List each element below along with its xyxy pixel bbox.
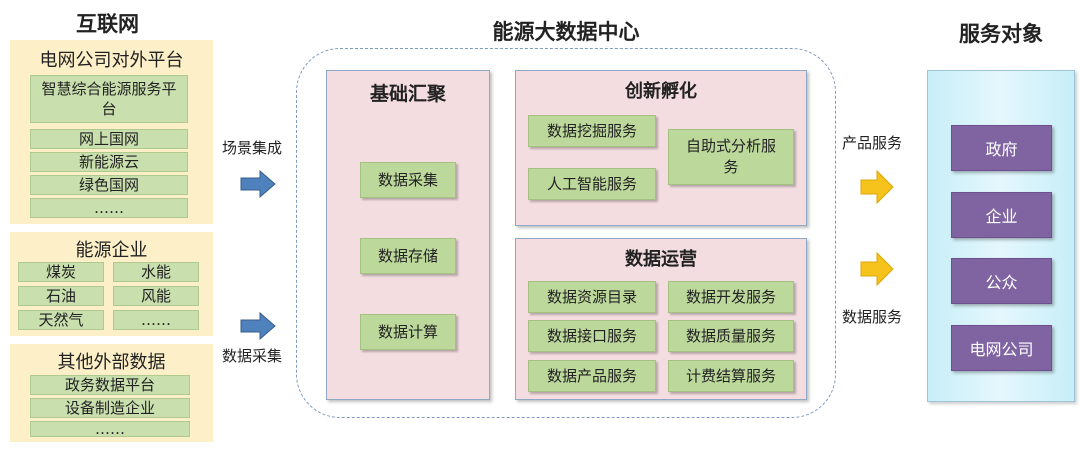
base-title: 基础汇聚	[369, 83, 446, 105]
operation-item-quality: 数据质量服务	[668, 320, 794, 352]
other-external-title: 其他外部数据	[57, 352, 166, 373]
grid-item-green-grid: 绿色国网	[30, 175, 188, 195]
energy-enterprise-group: 能源企业 煤炭 水能 石油 风能 天然气 ……	[10, 232, 213, 336]
grid-external-group: 电网公司对外平台 智慧综合能源服务平台 网上国网 新能源云 绿色国网 ……	[10, 40, 213, 224]
energy-item-hydro: 水能	[113, 262, 199, 282]
service-item-enterprise: 企业	[951, 192, 1052, 238]
center-dashed-frame	[296, 48, 836, 418]
scene-integration-label: 场景集成	[222, 139, 283, 157]
gold-arrow-top-icon	[860, 170, 894, 204]
energy-item-wind: 风能	[113, 286, 199, 306]
other-external-group: 其他外部数据 政务数据平台 设备制造企业 ……	[10, 344, 213, 442]
operation-item-interface: 数据接口服务	[528, 320, 656, 352]
grid-item-online-grid: 网上国网	[30, 129, 188, 149]
grid-item-smart-energy: 智慧综合能源服务平台	[30, 75, 188, 123]
service-item-public: 公众	[951, 258, 1052, 304]
other-item-equipment: 设备制造企业	[30, 398, 190, 418]
innovation-panel: 创新孵化 数据挖掘服务 人工智能服务 自助式分析服务	[515, 70, 807, 226]
innovation-item-ai: 人工智能服务	[528, 168, 656, 200]
operation-item-catalog: 数据资源目录	[528, 281, 656, 313]
base-item-collect: 数据采集	[360, 162, 456, 198]
base-item-compute: 数据计算	[360, 314, 456, 350]
data-service-label: 数据服务	[842, 308, 903, 326]
base-item-storage: 数据存储	[360, 238, 456, 274]
service-item-government: 政府	[951, 125, 1052, 171]
energy-item-coal: 煤炭	[18, 262, 104, 282]
blue-arrow-top-icon	[240, 170, 276, 198]
data-collection-label: 数据采集	[222, 347, 283, 365]
energy-item-oil: 石油	[18, 286, 104, 306]
other-item-gov-platform: 政务数据平台	[30, 375, 190, 395]
operation-item-billing: 计费结算服务	[668, 360, 794, 392]
innovation-title: 创新孵化	[625, 81, 697, 102]
grid-item-new-energy-cloud: 新能源云	[30, 152, 188, 172]
product-service-label: 产品服务	[842, 134, 903, 152]
grid-external-title: 电网公司对外平台	[39, 50, 184, 71]
operation-item-development: 数据开发服务	[668, 281, 794, 313]
other-item-more: ……	[30, 420, 190, 438]
gold-arrow-bottom-icon	[860, 252, 894, 286]
operation-item-product: 数据产品服务	[528, 360, 656, 392]
operation-title: 数据运营	[625, 249, 697, 270]
base-panel: 基础汇聚 数据采集 数据存储 数据计算	[326, 70, 490, 400]
energy-item-gas: 天然气	[18, 310, 104, 330]
grid-item-more: ……	[30, 198, 188, 218]
center-title: 能源大数据中心	[492, 20, 640, 44]
service-item-grid-company: 电网公司	[951, 325, 1052, 371]
operation-panel: 数据运营 数据资源目录 数据开发服务 数据接口服务 数据质量服务 数据产品服务 …	[515, 238, 807, 400]
energy-enterprise-title: 能源企业	[75, 240, 148, 261]
internet-title: 互联网	[76, 12, 139, 36]
energy-item-more: ……	[113, 310, 199, 330]
blue-arrow-bottom-icon	[240, 312, 276, 340]
service-title: 服务对象	[959, 22, 1043, 46]
innovation-item-selfservice: 自助式分析服务	[668, 129, 794, 185]
innovation-item-mining: 数据挖掘服务	[528, 115, 656, 147]
